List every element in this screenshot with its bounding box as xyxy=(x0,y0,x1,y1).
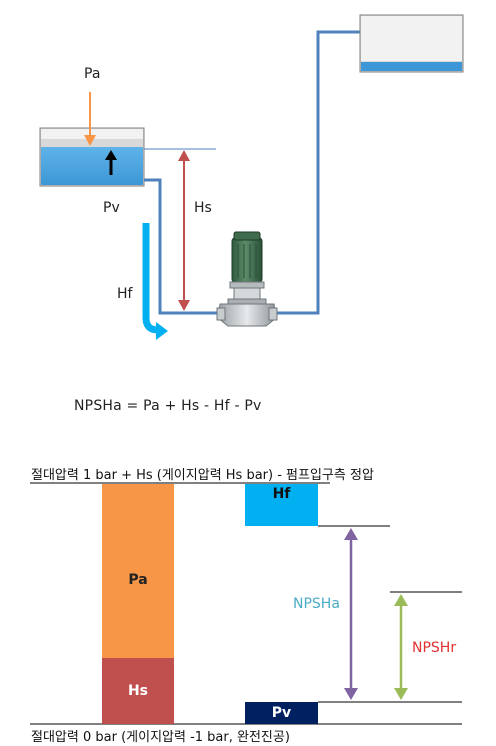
pv-up-arrow-icon xyxy=(105,150,117,175)
hf-flow-arrow-icon xyxy=(142,223,168,340)
pv-bar xyxy=(245,702,318,724)
hs-label: Hs xyxy=(194,200,212,216)
pa-bar xyxy=(102,484,174,658)
npshr-arrow-icon xyxy=(394,594,408,700)
npsha-arrow-icon xyxy=(344,528,358,700)
discharge-pipe xyxy=(270,30,360,315)
pa-bar-label: Pa xyxy=(128,572,148,588)
pump-icon xyxy=(216,231,278,327)
hs-arrow-icon xyxy=(178,150,190,311)
pa-arrow-icon xyxy=(84,92,96,146)
hs-bar-label: Hs xyxy=(127,683,149,699)
pv-bar-label: Pv xyxy=(271,705,292,721)
suction-pipe xyxy=(144,178,225,315)
pa-label: Pa xyxy=(84,66,101,82)
pv-label: Pv xyxy=(103,200,120,216)
discharge-tank xyxy=(359,14,464,73)
npsha-formula: NPSHa = Pa + Hs - Hf - Pv xyxy=(74,398,262,414)
hf-label: Hf xyxy=(117,286,133,302)
hs-bar xyxy=(102,658,174,724)
bottom-caption: 절대압력 0 bar (게이지압력 -1 bar, 완전진공) xyxy=(31,730,290,745)
hf-bar-label: Hf xyxy=(272,486,291,502)
hf-bar xyxy=(245,484,318,526)
npsha-label: NPSHa xyxy=(293,596,340,612)
top-caption: 절대압력 1 bar + Hs (게이지압력 Hs bar) - 펌프입구측 정… xyxy=(31,468,374,483)
npshr-label: NPSHr xyxy=(412,640,457,656)
